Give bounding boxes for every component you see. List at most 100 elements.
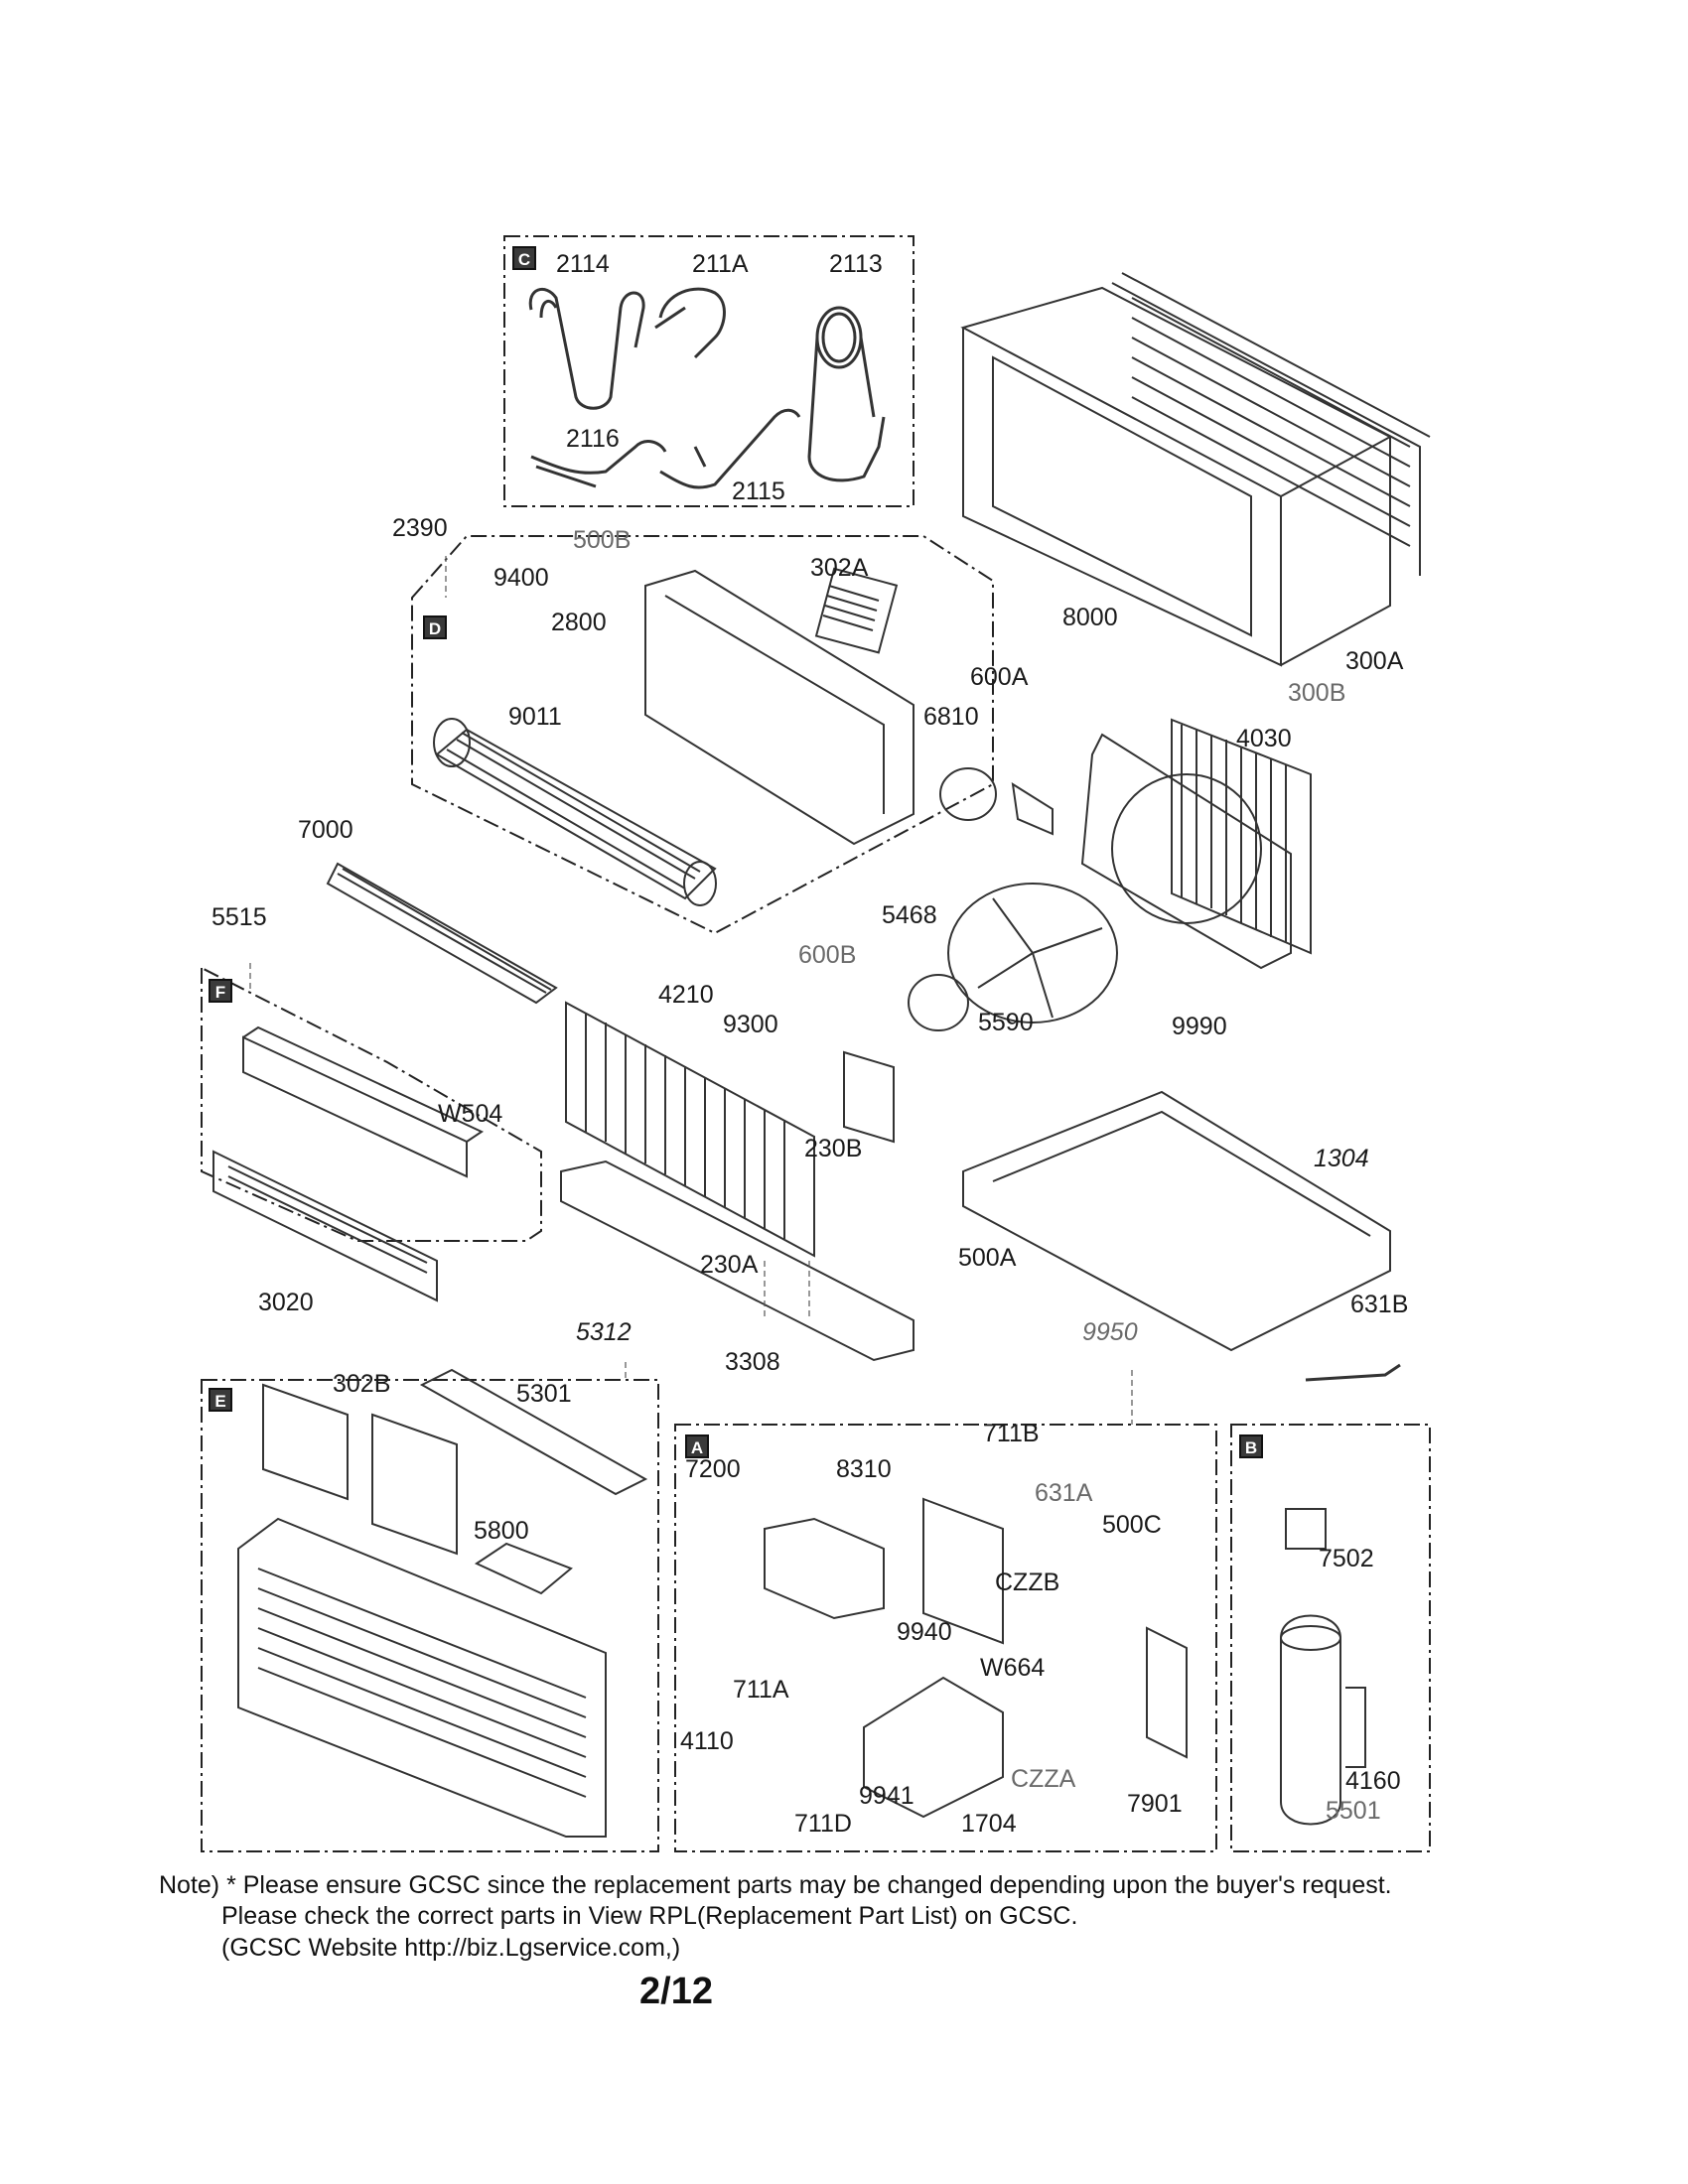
part-label-9941: 9941 [859, 1782, 914, 1810]
drain-pan-3308-drawing [560, 1160, 914, 1362]
sensor-631b-drawing [1305, 1363, 1401, 1382]
part-label-5501: 5501 [1326, 1797, 1381, 1825]
part-label-7502: 7502 [1319, 1545, 1374, 1572]
part-label-w504: W504 [438, 1100, 503, 1128]
pcb-8310-drawing [922, 1497, 1004, 1645]
part-label-230b: 230B [804, 1135, 863, 1162]
part-label-1704: 1704 [961, 1810, 1017, 1838]
section-b-box [1230, 1424, 1431, 1852]
part-label-711a: 711A [733, 1676, 789, 1704]
compressor-4160-drawing [1280, 1614, 1366, 1826]
part-label-631a: 631A [1035, 1479, 1093, 1507]
section-a-box [674, 1424, 1217, 1852]
blower-housing-drawing [644, 567, 914, 846]
filter-302b-drawing [262, 1383, 458, 1556]
tube-2114-drawing [528, 287, 645, 410]
part-label-711d: 711D [794, 1810, 852, 1838]
part-label-8000: 8000 [1062, 604, 1118, 631]
cover-5800-drawing [474, 1542, 573, 1595]
front-cabinet-5312-drawing [237, 1517, 607, 1838]
part-label-500a: 500A [958, 1244, 1017, 1272]
part-label-3020: 3020 [258, 1289, 314, 1316]
part-label-5515: 5515 [211, 903, 267, 931]
base-pan-1304-drawing [962, 1090, 1391, 1352]
part-label-631b: 631B [1350, 1291, 1409, 1318]
tube-2115-drawing [659, 408, 801, 489]
grille-7000-drawing [326, 862, 558, 1005]
part-label-9990: 9990 [1172, 1013, 1227, 1040]
part-label-9011: 9011 [508, 703, 562, 731]
part-label-2113: 2113 [829, 250, 883, 278]
frame-3020-drawing [212, 1150, 438, 1302]
section-d-outline [411, 535, 994, 935]
part-label-6810: 6810 [923, 703, 979, 731]
part-label-2800: 2800 [551, 609, 607, 636]
part-label-4210: 4210 [658, 981, 714, 1009]
section-f-badge: F [209, 979, 232, 1003]
part-label-9400: 9400 [493, 564, 549, 592]
part-label-w664: W664 [980, 1654, 1046, 1682]
part-label-2114: 2114 [556, 250, 610, 278]
part-label-7200: 7200 [685, 1455, 741, 1483]
page-number: 2/12 [639, 1971, 713, 2012]
part-label-5590: 5590 [978, 1009, 1034, 1036]
part-label-302b: 302B [333, 1370, 391, 1398]
section-e-badge: E [209, 1388, 232, 1412]
section-f-outline [201, 966, 542, 1242]
part-label-5301: 5301 [516, 1380, 572, 1408]
note-line-3: (GCSC Website http://biz.Lgservice.com,) [221, 1934, 681, 1962]
evaporator-4210-drawing [565, 1001, 815, 1258]
part-label-4030: 4030 [1236, 725, 1292, 752]
section-e-box [201, 1379, 659, 1852]
part-label-600b: 600B [798, 941, 857, 969]
part-label-czzb: CZZB [995, 1569, 1060, 1596]
part-label-4160: 4160 [1345, 1767, 1401, 1795]
tube-2116-drawing [530, 440, 667, 488]
tube-2113-coil-drawing [807, 306, 886, 482]
part-label-500c: 500C [1102, 1511, 1162, 1539]
section-b-badge: B [1239, 1434, 1263, 1458]
part-label-230a: 230A [700, 1251, 759, 1279]
control-box-7200-drawing [764, 1517, 885, 1620]
condenser-4030-drawing [1171, 718, 1312, 955]
part-label-3308: 3308 [725, 1348, 780, 1376]
bracket-9941-drawing [863, 1676, 1004, 1819]
part-label-5800: 5800 [474, 1517, 529, 1545]
panel-w504-drawing [242, 1025, 485, 1178]
section-d-badge: D [423, 615, 447, 639]
note-line-1: Note) * Please ensure GCSC since the rep… [159, 1871, 1392, 1899]
part-label-9950: 9950 [1082, 1318, 1138, 1346]
fan-5590-drawing [947, 883, 1118, 1024]
part-label-7901: 7901 [1127, 1790, 1183, 1818]
part-label-7000: 7000 [298, 816, 353, 844]
part-label-1304: 1304 [1314, 1145, 1369, 1172]
part-label-2115: 2115 [732, 478, 785, 505]
bracket-7901-drawing [1146, 1626, 1188, 1759]
part-label-211a: 211A [692, 250, 749, 278]
leader-lines [249, 556, 1133, 1425]
part-label-2116: 2116 [566, 425, 620, 453]
part-label-5468: 5468 [882, 901, 937, 929]
shroud-9990-drawing [1080, 733, 1292, 970]
part-label-5312: 5312 [576, 1318, 632, 1346]
overload-7502-drawing [1285, 1508, 1327, 1550]
section-c-badge: C [512, 246, 536, 270]
part-label-600a: 600A [970, 663, 1029, 691]
tube-211a-drawing [654, 287, 726, 359]
part-label-300a: 300A [1345, 647, 1404, 675]
part-label-711b: 711B [983, 1420, 1040, 1447]
door-5301-drawing [419, 1368, 648, 1496]
part-label-9300: 9300 [723, 1011, 778, 1038]
bracket-600b-drawing [843, 1050, 895, 1144]
part-label-czza: CZZA [1011, 1765, 1076, 1793]
motor-5468-drawing [908, 974, 969, 1031]
cabinet-sleeve-drawing [960, 272, 1431, 667]
note-line-2: Please check the correct parts in View R… [221, 1902, 1078, 1930]
part-label-4110: 4110 [680, 1727, 734, 1755]
motor-600a-drawing [939, 767, 1054, 836]
part-label-9940: 9940 [897, 1618, 952, 1646]
part-label-8310: 8310 [836, 1455, 892, 1483]
part-label-300b: 300B [1288, 679, 1346, 707]
part-label-500b: 500B [573, 526, 632, 554]
